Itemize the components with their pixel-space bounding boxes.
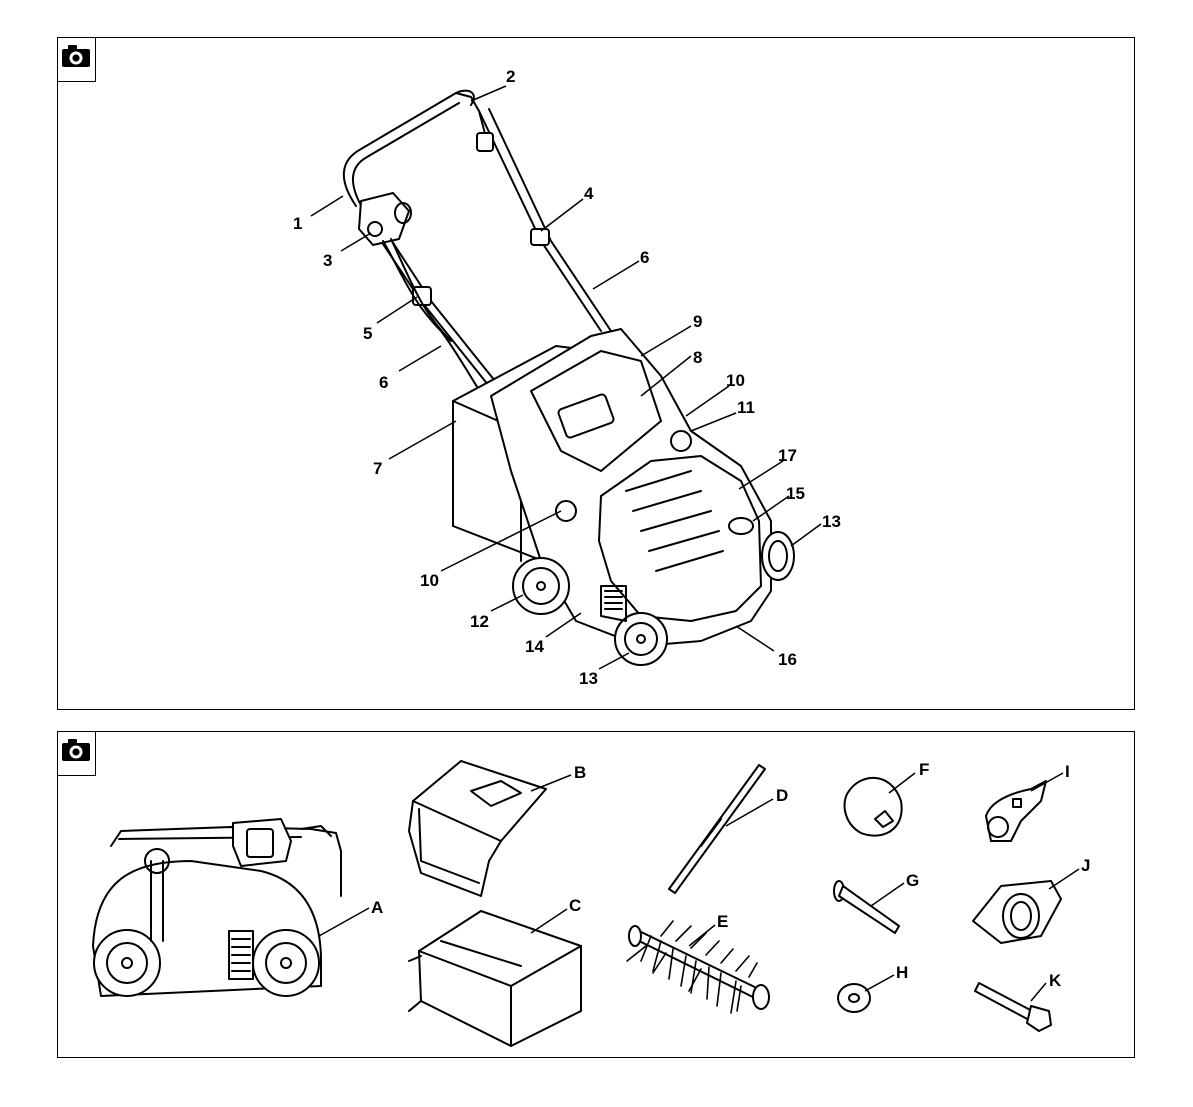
callout-16: 16 (778, 650, 797, 669)
callout-14: 14 (525, 637, 544, 656)
callout-K: K (1049, 971, 1062, 990)
callout-5: 5 (363, 324, 372, 343)
callout-4: 4 (584, 184, 594, 203)
callout-17: 17 (778, 446, 797, 465)
callout-E: E (717, 912, 728, 931)
callout-A: A (371, 898, 383, 917)
callout-1: 1 (293, 214, 302, 233)
callout-11: 11 (737, 398, 755, 417)
figure-panel-contents: A B C D E F G H I J K (57, 731, 1135, 1058)
callout-3: 3 (323, 251, 332, 270)
callout-G: G (906, 871, 919, 890)
callout-10-lower: 10 (420, 571, 439, 590)
callout-H: H (896, 963, 908, 982)
callout-B: B (574, 763, 586, 782)
callout-J: J (1081, 856, 1090, 875)
callout-15: 15 (786, 484, 805, 503)
scarifier-illustration: 1 2 3 4 5 6 6 7 8 9 10 10 11 12 13 13 14… (58, 38, 1136, 711)
callout-C: C (569, 896, 581, 915)
callout-D: D (776, 786, 788, 805)
callout-8: 8 (693, 348, 702, 367)
callout-6-lower: 6 (379, 373, 388, 392)
callout-13-bottom: 13 (579, 669, 598, 688)
callout-10-upper: 10 (726, 371, 745, 390)
callout-13-right: 13 (822, 512, 841, 531)
callout-F: F (919, 760, 929, 779)
figure-panel-overview: 1 2 3 4 5 6 6 7 8 9 10 10 11 12 13 13 14… (57, 37, 1135, 710)
callout-6-upper: 6 (640, 248, 649, 267)
callout-7: 7 (373, 459, 382, 478)
callout-I: I (1065, 762, 1070, 781)
contents-illustration: A B C D E F G H I J K (58, 732, 1136, 1059)
callout-9: 9 (693, 312, 702, 331)
callout-12: 12 (470, 612, 489, 631)
callout-2: 2 (506, 67, 515, 86)
